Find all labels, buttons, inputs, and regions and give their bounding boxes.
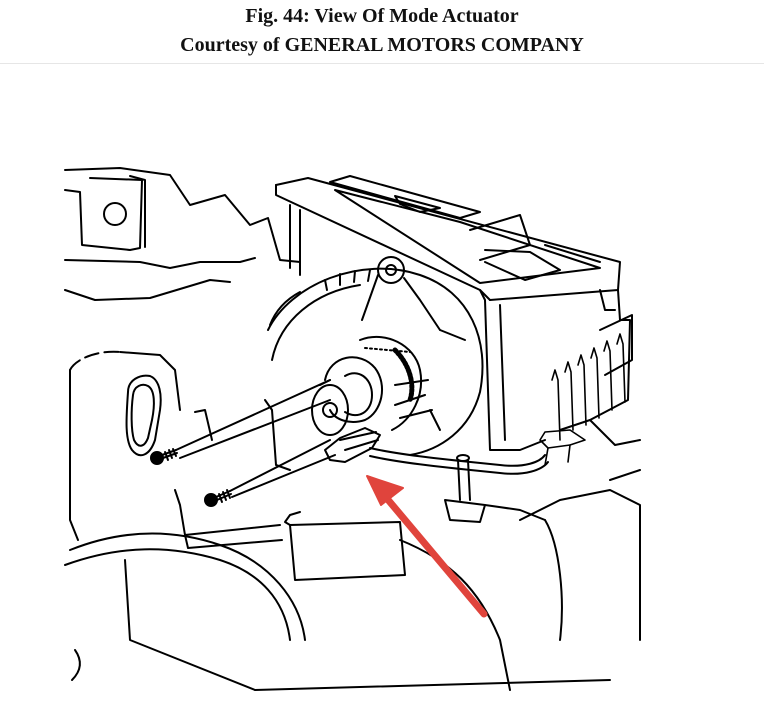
callout-arrow [367, 476, 484, 614]
figure-caption: Fig. 44: View Of Mode Actuator Courtesy … [0, 0, 764, 62]
mode-actuator-disc [265, 269, 483, 470]
mounting-stud [445, 455, 545, 522]
mounting-bracket [65, 168, 300, 300]
caption-divider [0, 63, 764, 64]
mode-actuator-illustration [0, 64, 764, 728]
duct-housing [276, 176, 632, 450]
actuator-hub [312, 357, 382, 435]
bracket-hole [104, 203, 126, 225]
screw-upper [151, 449, 177, 464]
figure-title: Fig. 44: View Of Mode Actuator [245, 5, 519, 27]
connector-pins [540, 334, 625, 465]
lower-trim [65, 420, 640, 690]
screw-lower [205, 490, 231, 506]
left-mounting-plate [70, 352, 282, 548]
wiring-harness [325, 428, 548, 474]
pivot-lug [362, 257, 465, 340]
actuator-arms [176, 380, 335, 497]
figure-courtesy: Courtesy of GENERAL MOTORS COMPANY [180, 34, 584, 56]
